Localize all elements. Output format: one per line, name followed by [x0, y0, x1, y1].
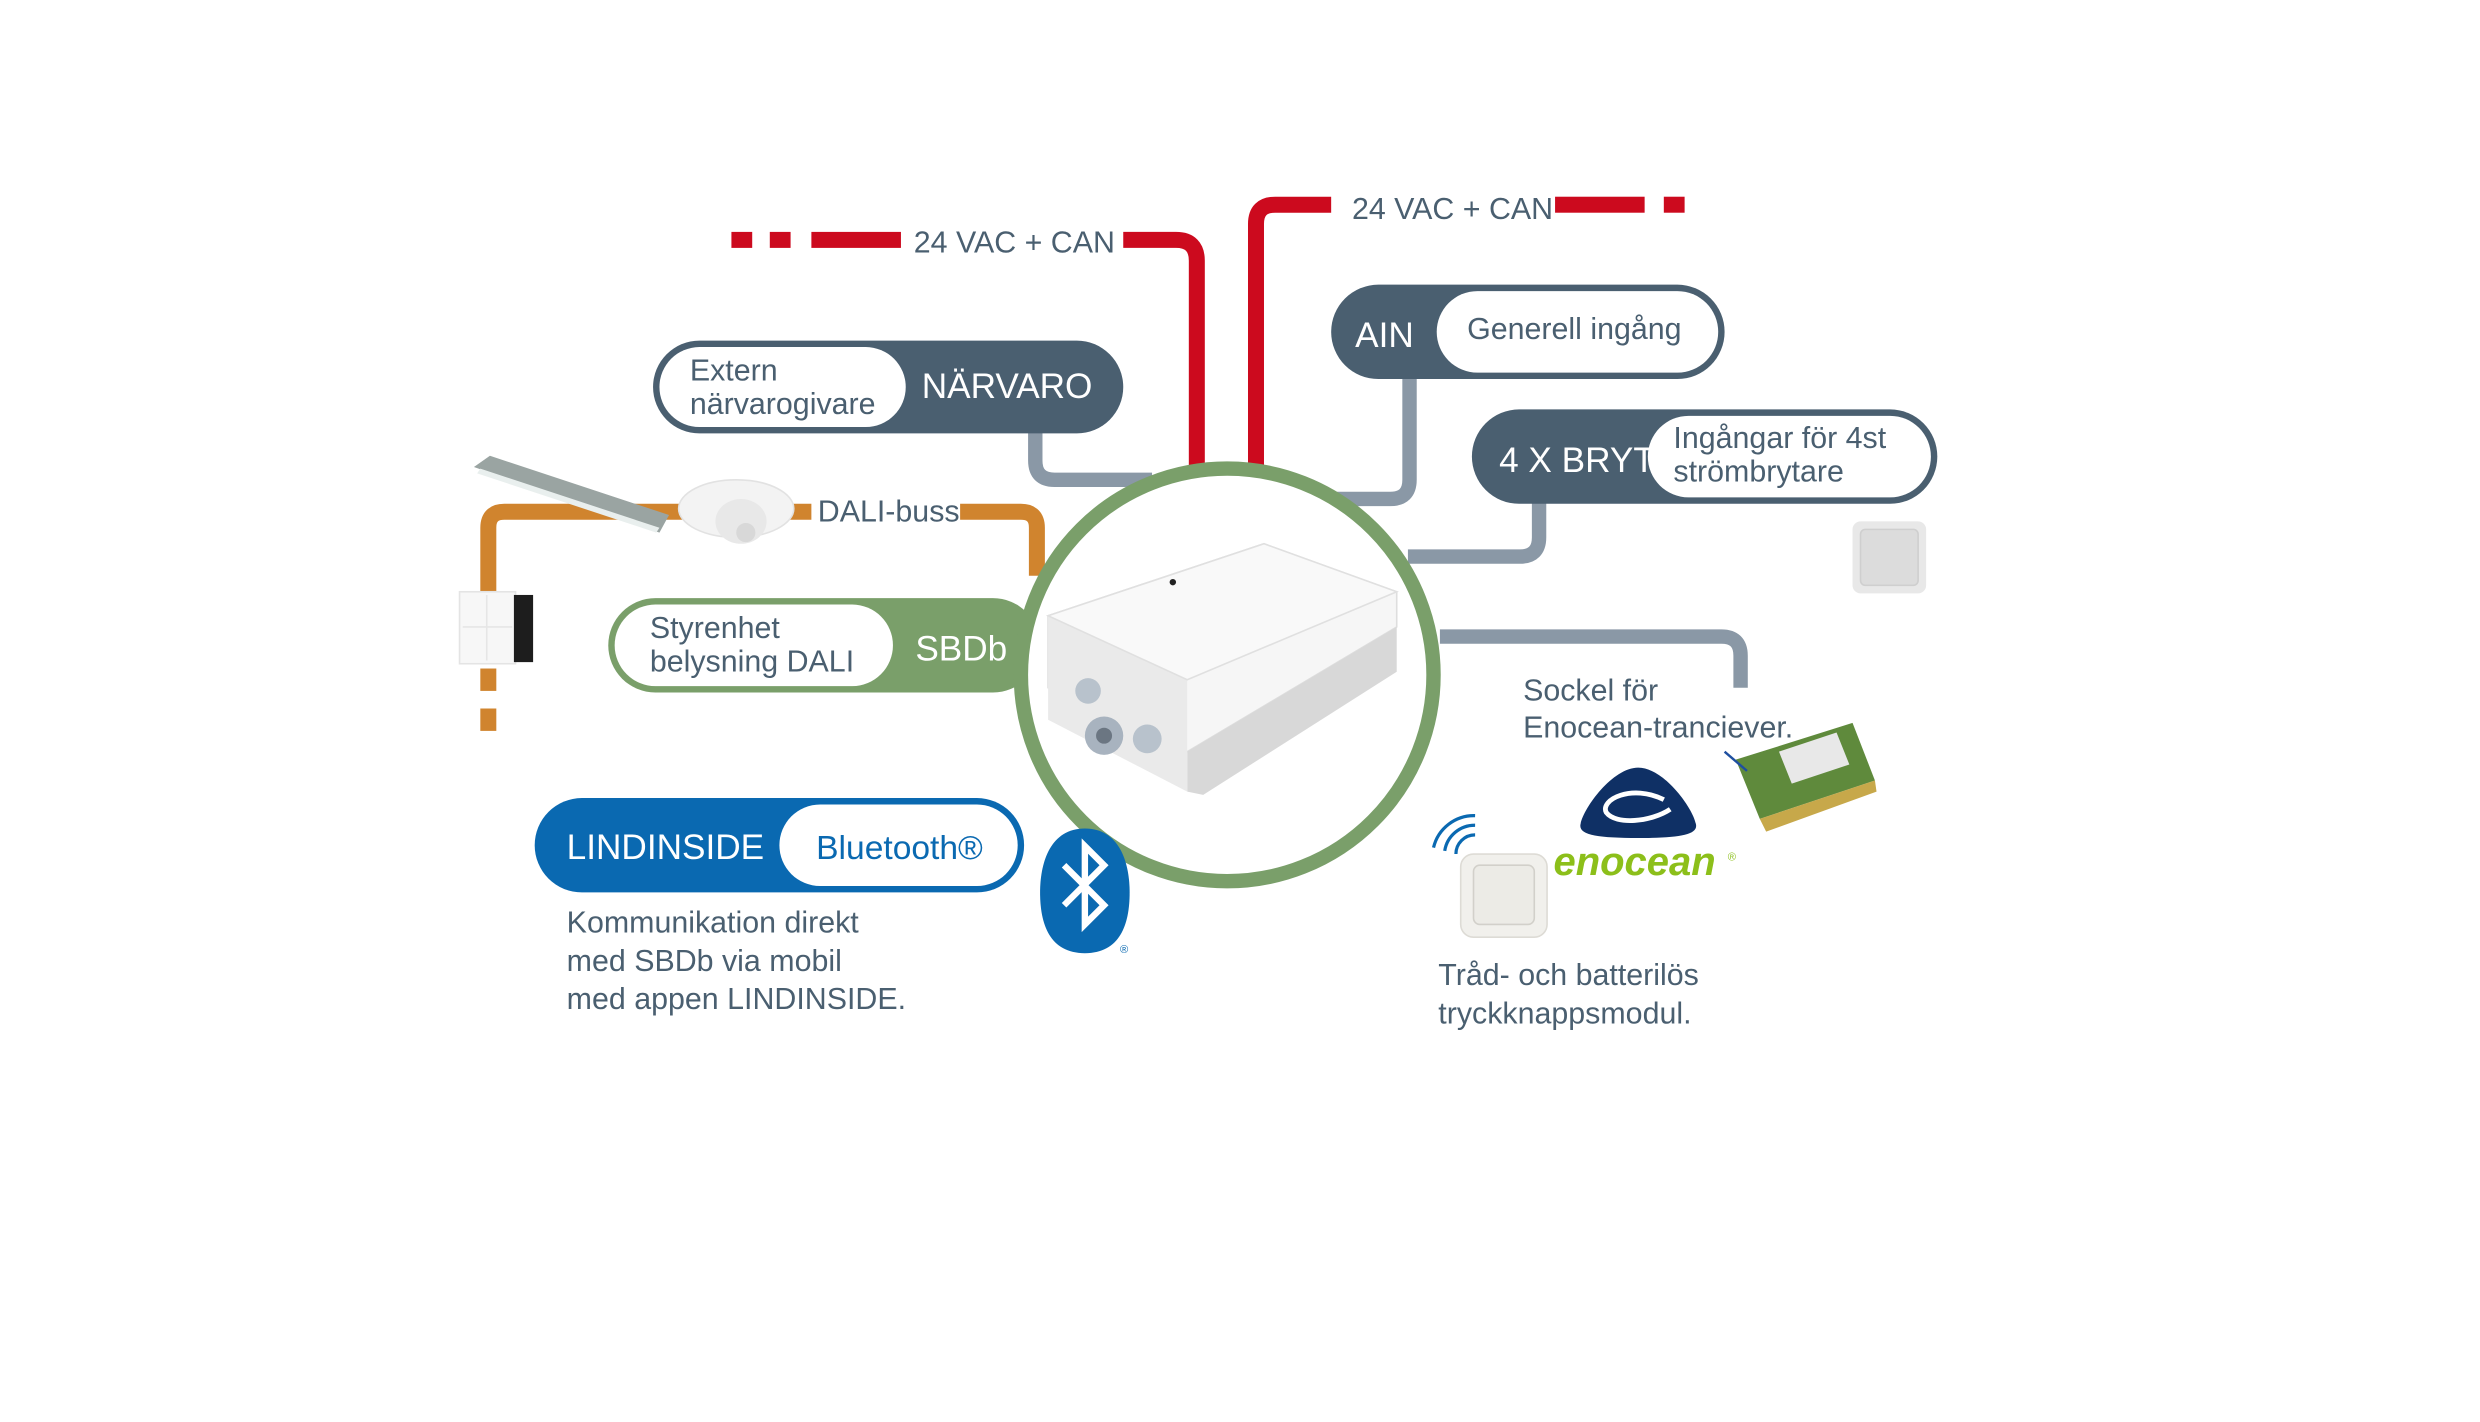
enocean-socket-line1: Sockel för [1523, 674, 1658, 708]
wall-switch-image [1852, 521, 1927, 594]
bluetooth-desc: Bluetooth® [816, 830, 983, 867]
dash-segment [731, 231, 753, 248]
lindinside-note-line1: Kommunikation direkt [567, 905, 860, 939]
enocean-socket-line2: Enocean-tranciever. [1523, 710, 1793, 744]
narvaro-tag: NÄRVARO [922, 367, 1093, 406]
bryt-connector [1407, 498, 1547, 564]
power-line-right [1247, 196, 1685, 480]
narvaro-desc-line1: Extern [690, 354, 778, 388]
ain-desc: Generell ingång [1467, 312, 1681, 346]
label-backdrop [811, 494, 961, 530]
enocean-switch-line2: tryckknappsmodul. [1438, 997, 1691, 1031]
narvaro-pill [653, 340, 1124, 434]
lindinside-tag: LINDINSIDE [567, 828, 764, 867]
bryt-tag: 4 X BRYT [1499, 441, 1655, 480]
enocean-connector [1439, 629, 1748, 688]
narvaro-desc-line2: närvarogivare [690, 387, 876, 421]
sbdb-desc-line1: Styrenhet [650, 611, 781, 645]
presence-sensor-image [677, 478, 795, 544]
bryt-desc-line1: Ingångar för 4st [1673, 421, 1886, 455]
dash-segment [1663, 196, 1685, 213]
power-line-left [731, 231, 1205, 480]
sbdb-desc-line2: belysning DALI [650, 645, 854, 679]
lindinside-note-line3: med appen LINDINSIDE. [567, 982, 906, 1016]
bluetooth-icon [1040, 828, 1130, 954]
power-wire [1123, 231, 1205, 480]
lindinside-note-line2: med SBDb via mobil [567, 944, 842, 978]
sbdb-pill [608, 598, 1041, 693]
batteryless-switch-image [1459, 853, 1548, 939]
narvaro-connector [1028, 428, 1153, 487]
sbdb-device-image [1045, 542, 1399, 795]
sbdb-tag: SBDb [915, 630, 1007, 669]
bluetooth-registered-mark: ® [1120, 944, 1129, 956]
dash-segment [769, 231, 791, 248]
ain-connector [1327, 377, 1417, 507]
dash-segment [811, 231, 901, 248]
dali-label: DALI-buss [818, 494, 960, 528]
enocean-transceiver-image [1723, 722, 1877, 832]
dash-segment [480, 668, 497, 691]
enocean-switch-line1: Tråd- och batterilös [1438, 958, 1699, 992]
power-right-label: 24 VAC + CAN [1352, 192, 1553, 226]
luminaire-image [473, 455, 670, 533]
enocean-leaf-icon [1580, 767, 1697, 839]
bryt-pill [1471, 409, 1938, 504]
ain-tag: AIN [1355, 316, 1414, 355]
ain-pill [1331, 284, 1725, 380]
power-left-label: 24 VAC + CAN [914, 226, 1115, 260]
lindinside-pill [534, 798, 1025, 893]
enocean-registered-mark: ® [1728, 851, 1737, 863]
bryt-desc-line2: strömbrytare [1673, 454, 1843, 488]
wireless-signal-icon [1431, 814, 1476, 855]
dali-push-button-image [458, 590, 534, 665]
power-wire [1247, 196, 1332, 480]
enocean-logo-text: enocean [1553, 840, 1715, 884]
dash-segment [480, 708, 497, 731]
dash-segment [1555, 196, 1645, 213]
enocean-logo [1580, 767, 1697, 839]
